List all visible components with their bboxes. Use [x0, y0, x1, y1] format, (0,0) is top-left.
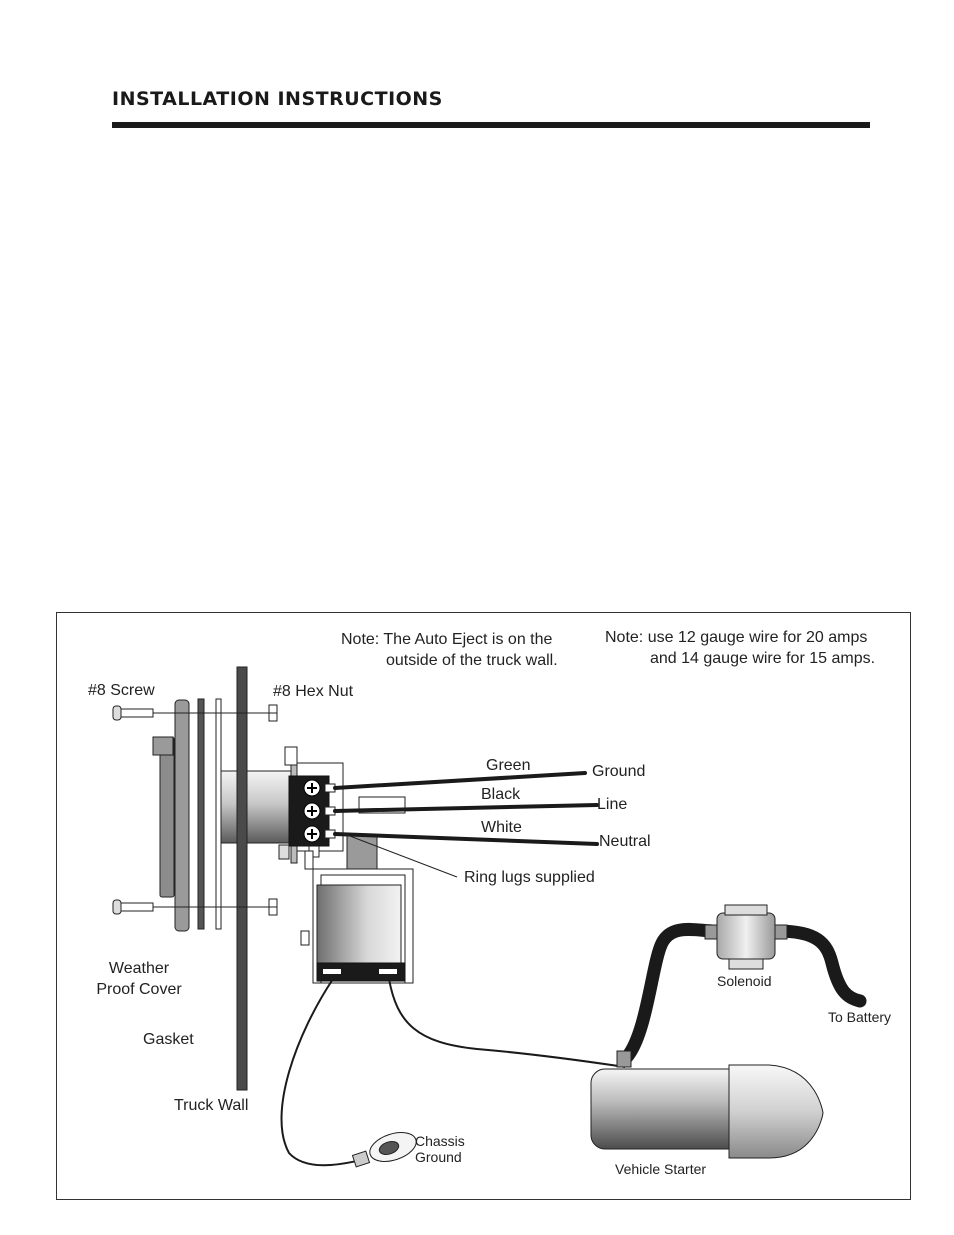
- weather-cover-label-line1: Weather: [108, 960, 170, 977]
- title-divider: [112, 122, 870, 128]
- ring-lugs-label: Ring lugs supplied: [464, 869, 595, 886]
- solenoid: [704, 904, 788, 970]
- weather-cover-label: Weather Proof Cover: [87, 958, 191, 1000]
- auto-eject-housing: [300, 850, 414, 984]
- bottom-screw: [112, 898, 278, 916]
- wire-gauge-note-line1: use 12 gauge wire for 20 amps: [647, 629, 868, 646]
- gasket-label: Gasket: [143, 1031, 194, 1048]
- starter-cord: [388, 978, 626, 1068]
- wire-gauge-note: Note: use 12 gauge wire for 20 amps and …: [605, 627, 875, 669]
- chassis-ground-lug: [351, 1132, 417, 1168]
- chassis-ground-label-line1: Chassis: [415, 1133, 465, 1149]
- hex-nut-label: #8 Hex Nut: [273, 683, 354, 700]
- ground-cord: [280, 978, 358, 1167]
- solenoid-label: Solenoid: [717, 973, 772, 989]
- wire-white: [333, 832, 599, 846]
- truck-wall-label: Truck Wall: [174, 1097, 249, 1114]
- wire-green: [333, 771, 587, 790]
- location-note-line2: outside of the truck wall.: [386, 652, 558, 669]
- weather-cover-label-line2: Proof Cover: [96, 981, 182, 998]
- ring-lugs-leader: [341, 832, 458, 878]
- vehicle-starter-label: Vehicle Starter: [615, 1161, 707, 1177]
- wire-gauge-note-prefix: Note:: [605, 629, 644, 646]
- terminal-block: [288, 775, 406, 847]
- top-screw: [112, 704, 278, 722]
- wire-white-label: White: [481, 819, 522, 836]
- to-battery-label: To Battery: [828, 1009, 892, 1025]
- gasket: [197, 698, 222, 930]
- wire-green-label: Green: [486, 757, 531, 774]
- wiring-diagram: Note: The Auto Eject is on the outside o…: [56, 612, 911, 1200]
- wire-black: [333, 803, 599, 813]
- page-title: INSTALLATION INSTRUCTIONS: [112, 88, 443, 110]
- neutral-terminal-label: Neutral: [599, 833, 651, 850]
- truck-wall: [236, 666, 248, 1091]
- location-note-line1: The Auto Eject is on the: [383, 631, 553, 648]
- location-note: Note: The Auto Eject is on the outside o…: [341, 629, 558, 671]
- location-note-prefix: Note:: [341, 631, 380, 648]
- wire-black-label: Black: [481, 786, 521, 803]
- wiring-diagram-artwork: [112, 666, 867, 1168]
- vehicle-starter: [590, 1064, 824, 1159]
- solenoid-cables: [616, 922, 867, 1068]
- ground-terminal-label: Ground: [592, 763, 646, 780]
- chassis-ground-label: Chassis Ground: [415, 1133, 465, 1165]
- weather-proof-cover: [152, 699, 190, 932]
- chassis-ground-label-line2: Ground: [415, 1149, 462, 1165]
- screw-label: #8 Screw: [88, 682, 155, 699]
- wire-gauge-note-line2: and 14 gauge wire for 15 amps.: [650, 650, 876, 667]
- line-terminal-label: Line: [597, 796, 628, 813]
